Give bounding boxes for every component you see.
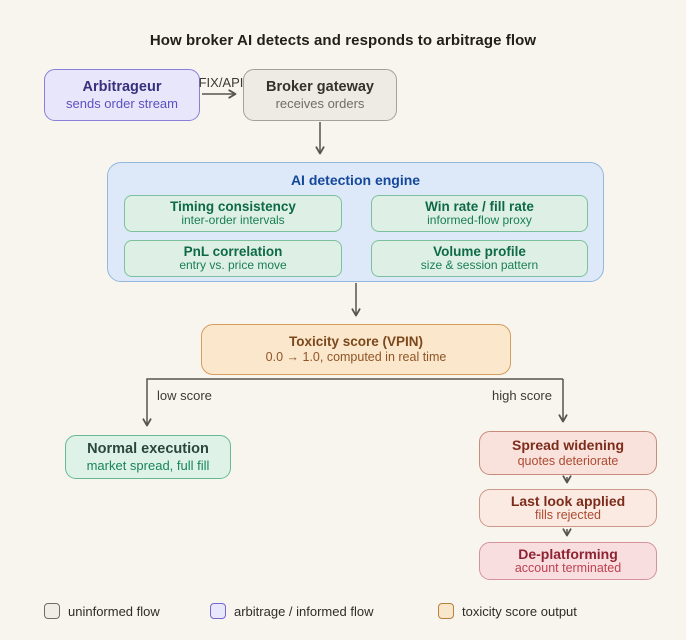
node-arbitrageur: Arbitrageur sends order stream <box>44 69 200 121</box>
edge-label-fix-api: FIX/API <box>198 75 244 90</box>
node-spread-widening-title: Spread widening <box>511 437 624 454</box>
module-pnl-correlation: PnL correlation entry vs. price move <box>124 240 342 277</box>
module-timing-subtitle: inter-order intervals <box>181 213 285 228</box>
module-volume-profile: Volume profile size & session pattern <box>371 240 588 277</box>
panel-ai-detection-engine: AI detection engine Timing consistency i… <box>107 162 604 282</box>
edge-label-low-score: low score <box>157 388 212 403</box>
node-last-look: Last look applied fills rejected <box>479 489 657 527</box>
node-deplatforming-title: De-platforming <box>518 545 618 562</box>
node-broker-gateway-subtitle: receives orders <box>275 95 365 111</box>
legend-label: toxicity score output <box>462 603 577 619</box>
module-win-rate-title: Win rate / fill rate <box>425 199 534 215</box>
node-normal-execution-title: Normal execution <box>87 440 209 457</box>
legend-item-arbitrage-flow: arbitrage / informed flow <box>210 603 373 619</box>
module-win-rate: Win rate / fill rate informed-flow proxy <box>371 195 588 232</box>
legend-item-toxicity-output: toxicity score output <box>438 603 577 619</box>
module-pnl-title: PnL correlation <box>183 244 283 260</box>
node-toxicity-subtitle: 0.0 → 1.0, computed in real time <box>265 350 447 365</box>
node-normal-execution-subtitle: market spread, full fill <box>86 457 210 473</box>
edge-label-high-score: high score <box>492 388 552 403</box>
node-arbitrageur-title: Arbitrageur <box>82 78 162 95</box>
legend-label: uninformed flow <box>68 603 160 619</box>
node-deplatforming-subtitle: account terminated <box>514 560 622 575</box>
node-last-look-title: Last look applied <box>510 492 626 509</box>
node-arbitrageur-subtitle: sends order stream <box>66 95 178 111</box>
legend-label: arbitrage / informed flow <box>234 603 374 619</box>
module-win-rate-subtitle: informed-flow proxy <box>427 213 532 228</box>
module-volume-title: Volume profile <box>433 244 526 260</box>
legend-item-uninformed-flow: uninformed flow <box>44 603 160 619</box>
diagram-title: How broker AI detects and responds to ar… <box>149 32 537 49</box>
node-normal-execution: Normal execution market spread, full fil… <box>65 435 231 479</box>
legend-swatch-orange <box>438 603 454 619</box>
module-timing-consistency: Timing consistency inter-order intervals <box>124 195 342 232</box>
node-deplatforming: De-platforming account terminated <box>479 542 657 580</box>
legend-swatch-gray <box>44 603 60 619</box>
panel-title: AI detection engine <box>290 172 421 188</box>
node-spread-widening-subtitle: quotes deteriorate <box>517 453 619 468</box>
node-toxicity-title: Toxicity score (VPIN) <box>288 334 424 350</box>
node-spread-widening: Spread widening quotes deteriorate <box>479 431 657 475</box>
legend: uninformed flow arbitrage / informed flo… <box>0 603 686 625</box>
module-timing-title: Timing consistency <box>170 199 296 215</box>
module-pnl-subtitle: entry vs. price move <box>179 258 287 273</box>
node-toxicity-score: Toxicity score (VPIN) 0.0 → 1.0, compute… <box>201 324 511 375</box>
module-volume-subtitle: size & session pattern <box>420 258 539 273</box>
node-broker-gateway: Broker gateway receives orders <box>243 69 397 121</box>
node-broker-gateway-title: Broker gateway <box>266 78 374 95</box>
node-last-look-subtitle: fills rejected <box>535 507 601 522</box>
legend-swatch-purple <box>210 603 226 619</box>
